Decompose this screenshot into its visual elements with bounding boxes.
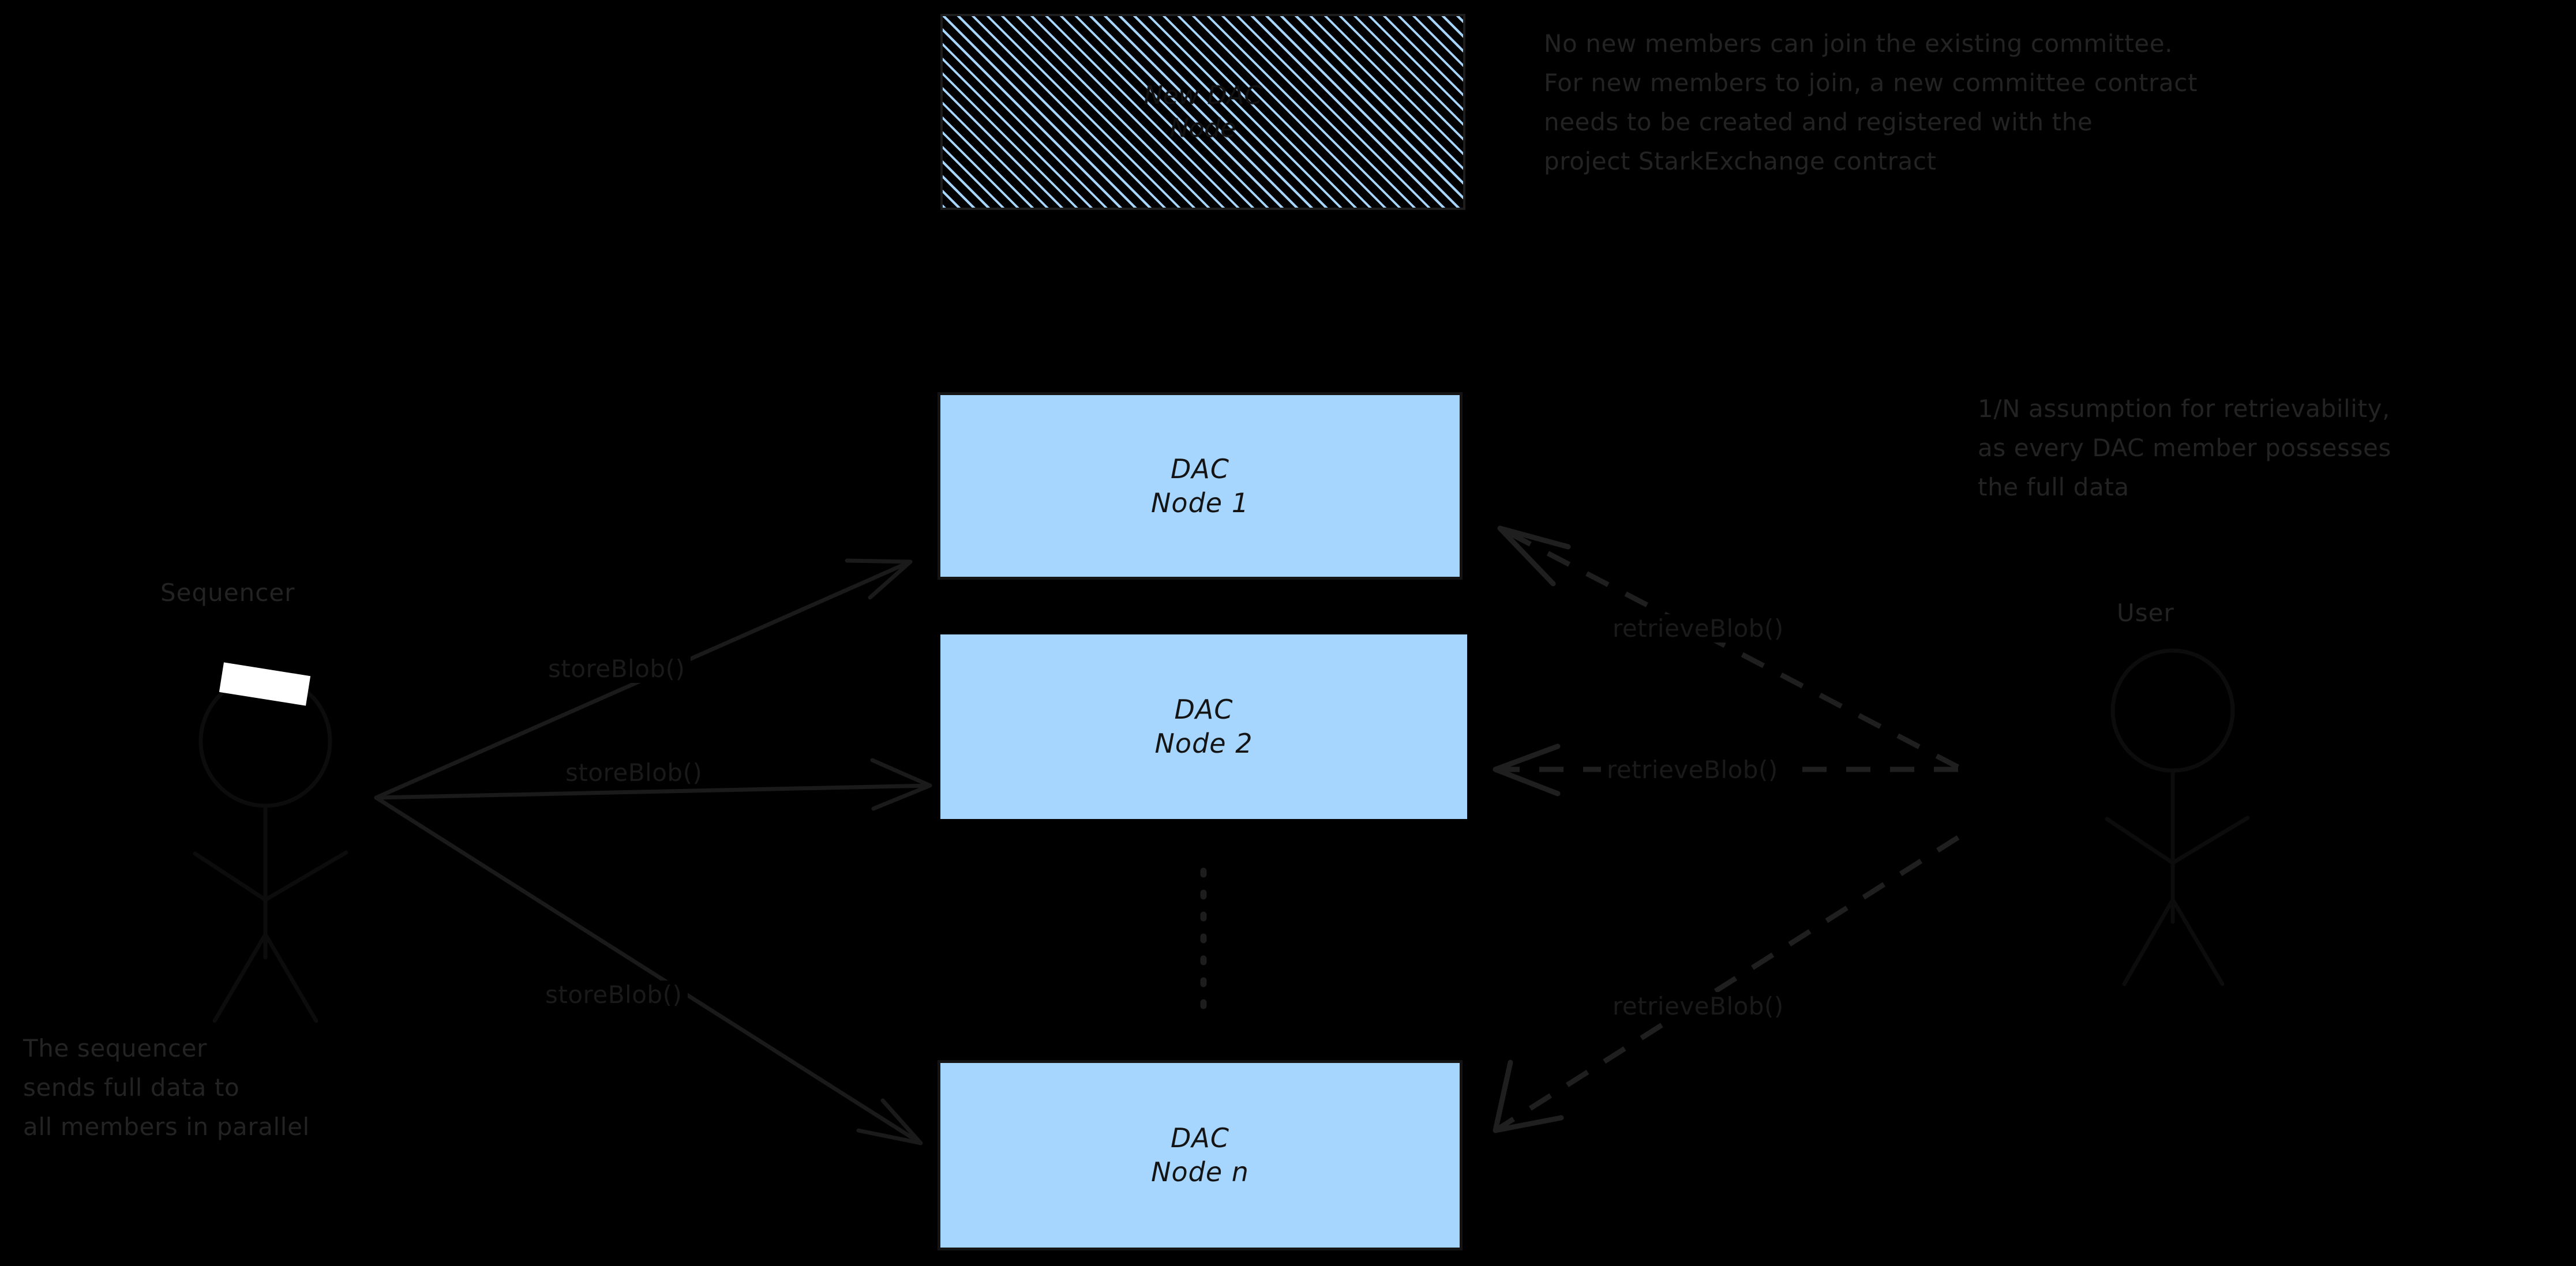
new-dac-node-line1: New DAC bbox=[1143, 80, 1262, 110]
dac-node-1-box[interactable]: DAC Node 1 bbox=[938, 392, 1463, 580]
dac-node-2-box[interactable]: DAC Node 2 bbox=[940, 634, 1467, 819]
user-person-icon bbox=[2105, 648, 2250, 986]
store-edge-2 bbox=[374, 783, 932, 800]
new-dac-node-box[interactable]: New DAC Node bbox=[940, 14, 1465, 210]
store-arrowhead-3 bbox=[856, 1098, 923, 1145]
retrieve-edge-3 bbox=[1494, 835, 1960, 1133]
retrieve-edge-1 bbox=[1498, 526, 1960, 769]
note-sequencer: The sequencer sends full data to all mem… bbox=[23, 1034, 310, 1141]
dac-node-n-box[interactable]: DAC Node n bbox=[938, 1060, 1463, 1250]
sequencer-person-icon bbox=[193, 674, 348, 1023]
store-blob-label-2: storeBlob() bbox=[560, 758, 708, 787]
retrieve-arrowhead-2 bbox=[1493, 743, 1561, 797]
retrieve-arrowhead-3 bbox=[1493, 1060, 1564, 1133]
retrieve-blob-label-3: retrieveBlob() bbox=[1607, 992, 1790, 1020]
dac-node-n-line1: DAC bbox=[1170, 1122, 1229, 1154]
dac-node-1-line1: DAC bbox=[1170, 453, 1229, 484]
dac-node-1-line2: Node 1 bbox=[1151, 487, 1249, 519]
retrieve-blob-label-1: retrieveBlob() bbox=[1607, 614, 1790, 643]
dac-node-2-line1: DAC bbox=[1174, 694, 1233, 726]
user-label: User bbox=[2117, 599, 2174, 627]
new-dac-node-line2: Node bbox=[1169, 114, 1236, 143]
sequencer-label: Sequencer bbox=[160, 578, 295, 607]
store-arrowhead-1 bbox=[845, 558, 913, 600]
store-arrowhead-2 bbox=[870, 758, 932, 811]
dac-node-n-line2: Node n bbox=[1151, 1156, 1249, 1188]
note-committee: No new members can join the existing com… bbox=[1544, 29, 2198, 176]
retrieve-arrowheads bbox=[1493, 525, 1571, 1133]
retrieve-blob-label-2: retrieveBlob() bbox=[1601, 756, 1784, 784]
dac-node-2-line2: Node 2 bbox=[1154, 728, 1253, 759]
store-blob-label-3: storeBlob() bbox=[539, 981, 688, 1009]
sequencer-white-note bbox=[219, 662, 311, 706]
store-blob-label-1: storeBlob() bbox=[542, 655, 691, 683]
retrieve-arrowhead-1 bbox=[1497, 525, 1571, 587]
note-retrievability: 1/N assumption for retrievability, as ev… bbox=[1978, 395, 2391, 502]
